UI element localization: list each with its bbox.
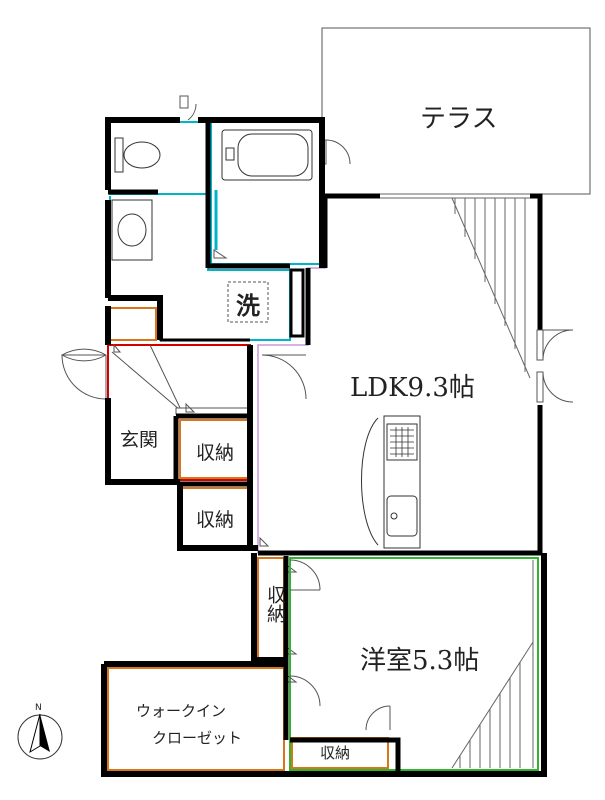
walk-in-closet-label-line2: クローゼット: [152, 729, 243, 747]
storage-3-label: 収納: [264, 585, 286, 623]
compass-icon: [17, 713, 63, 760]
sink-icon: [386, 495, 418, 537]
shoe-closet: [107, 307, 157, 341]
washroom-label: 洗: [236, 291, 260, 320]
toilet-icon: [123, 141, 161, 169]
ldk-label: LDK9.3帖: [350, 373, 475, 403]
western-room-label: 洋室5.3帖: [360, 646, 480, 676]
storage-2-label: 収納: [196, 509, 235, 531]
ldk-room: [257, 193, 574, 556]
bathroom: [210, 119, 351, 265]
bathtub-icon: [237, 133, 309, 177]
entrance-label: 玄関: [120, 429, 159, 451]
storage-4-label: 収納: [320, 744, 351, 762]
kitchen: [361, 415, 421, 549]
storage-1-label: 収納: [196, 442, 235, 464]
washing-machine-pan: [227, 281, 269, 323]
stove-icon: [390, 427, 414, 457]
exterior-walls: [101, 117, 547, 777]
compass-north-label: N: [35, 703, 42, 713]
walk-in-closet-label-line1: ウォークイン: [136, 702, 227, 720]
washbasin-icon: [117, 213, 147, 247]
entrance: [61, 307, 307, 481]
terrace-label: テラス: [420, 104, 498, 134]
